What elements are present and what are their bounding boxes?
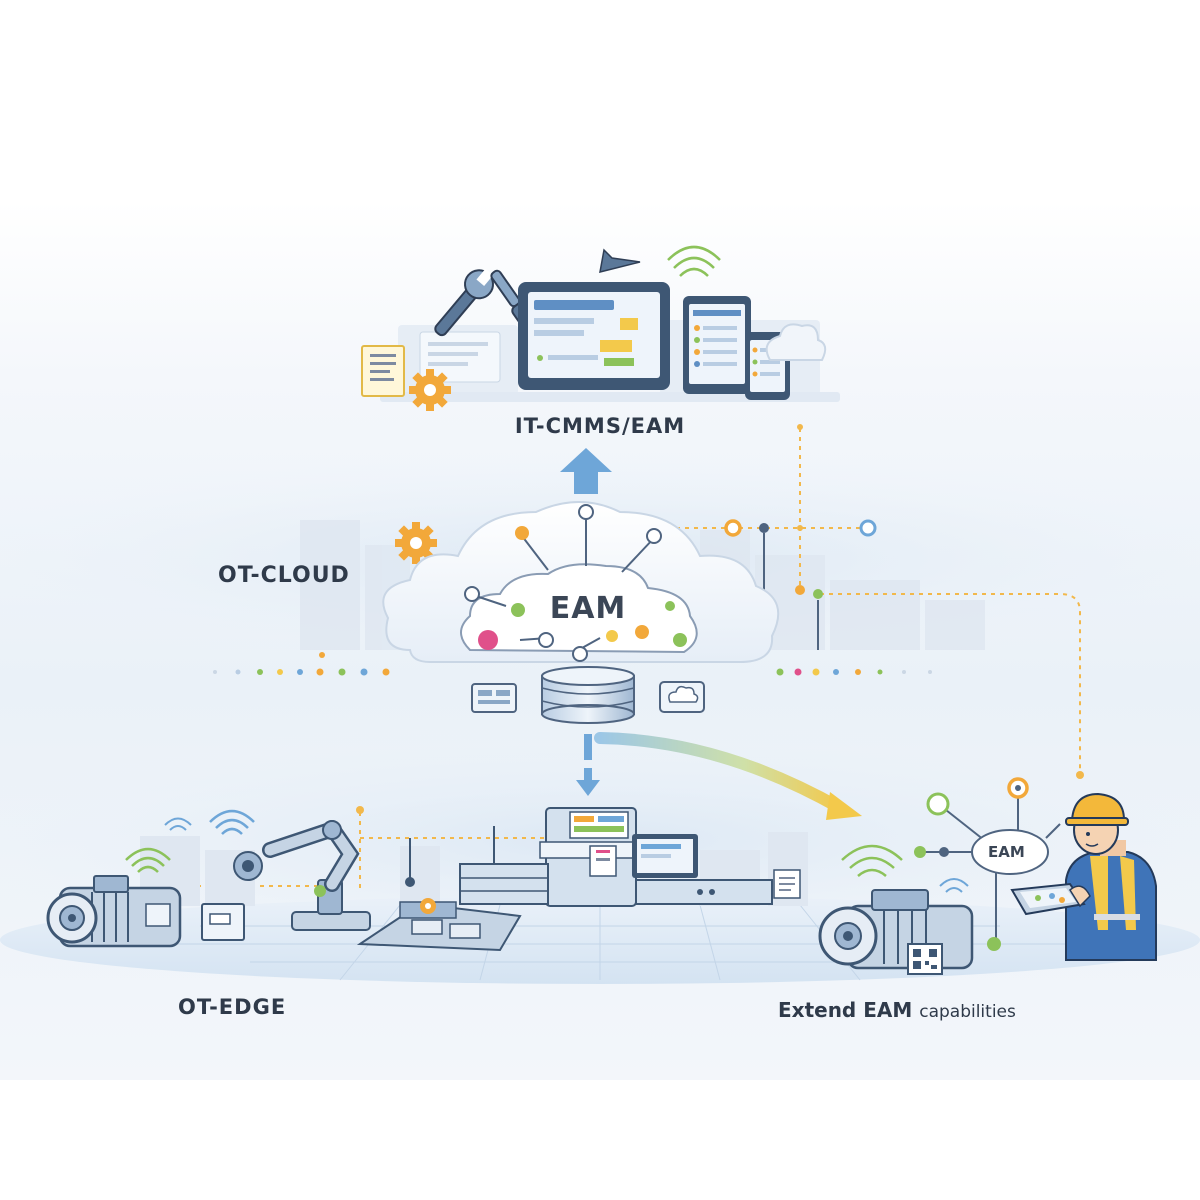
- server-icon: [540, 808, 640, 906]
- server-icon: [472, 684, 516, 712]
- document-icon: [774, 870, 800, 898]
- worker-eam-label: EAM: [988, 843, 1025, 861]
- monitor-icon: [518, 282, 670, 390]
- qr-code-icon: [908, 944, 942, 974]
- database-icon: [542, 667, 634, 723]
- cloud-icon: [660, 682, 704, 712]
- tablet-icon: [683, 296, 751, 394]
- document-icon: [362, 346, 404, 396]
- extend-caption: Extend EAM capabilities: [778, 998, 1016, 1022]
- gear-icon: [409, 369, 451, 411]
- it-layer-label: IT-CMMS/EAM: [0, 414, 1200, 438]
- server-rack-icon: [460, 864, 548, 904]
- cloud-layer-label: OT-CLOUD: [218, 563, 350, 588]
- cloud-eam-label: EAM: [0, 591, 1176, 626]
- gear-icon: [420, 898, 436, 914]
- box-icon: [202, 904, 244, 940]
- extend-caption-rest: capabilities: [919, 1002, 1016, 1022]
- edge-layer-label: OT-EDGE: [178, 995, 286, 1019]
- extend-caption-bold: Extend EAM: [778, 998, 912, 1022]
